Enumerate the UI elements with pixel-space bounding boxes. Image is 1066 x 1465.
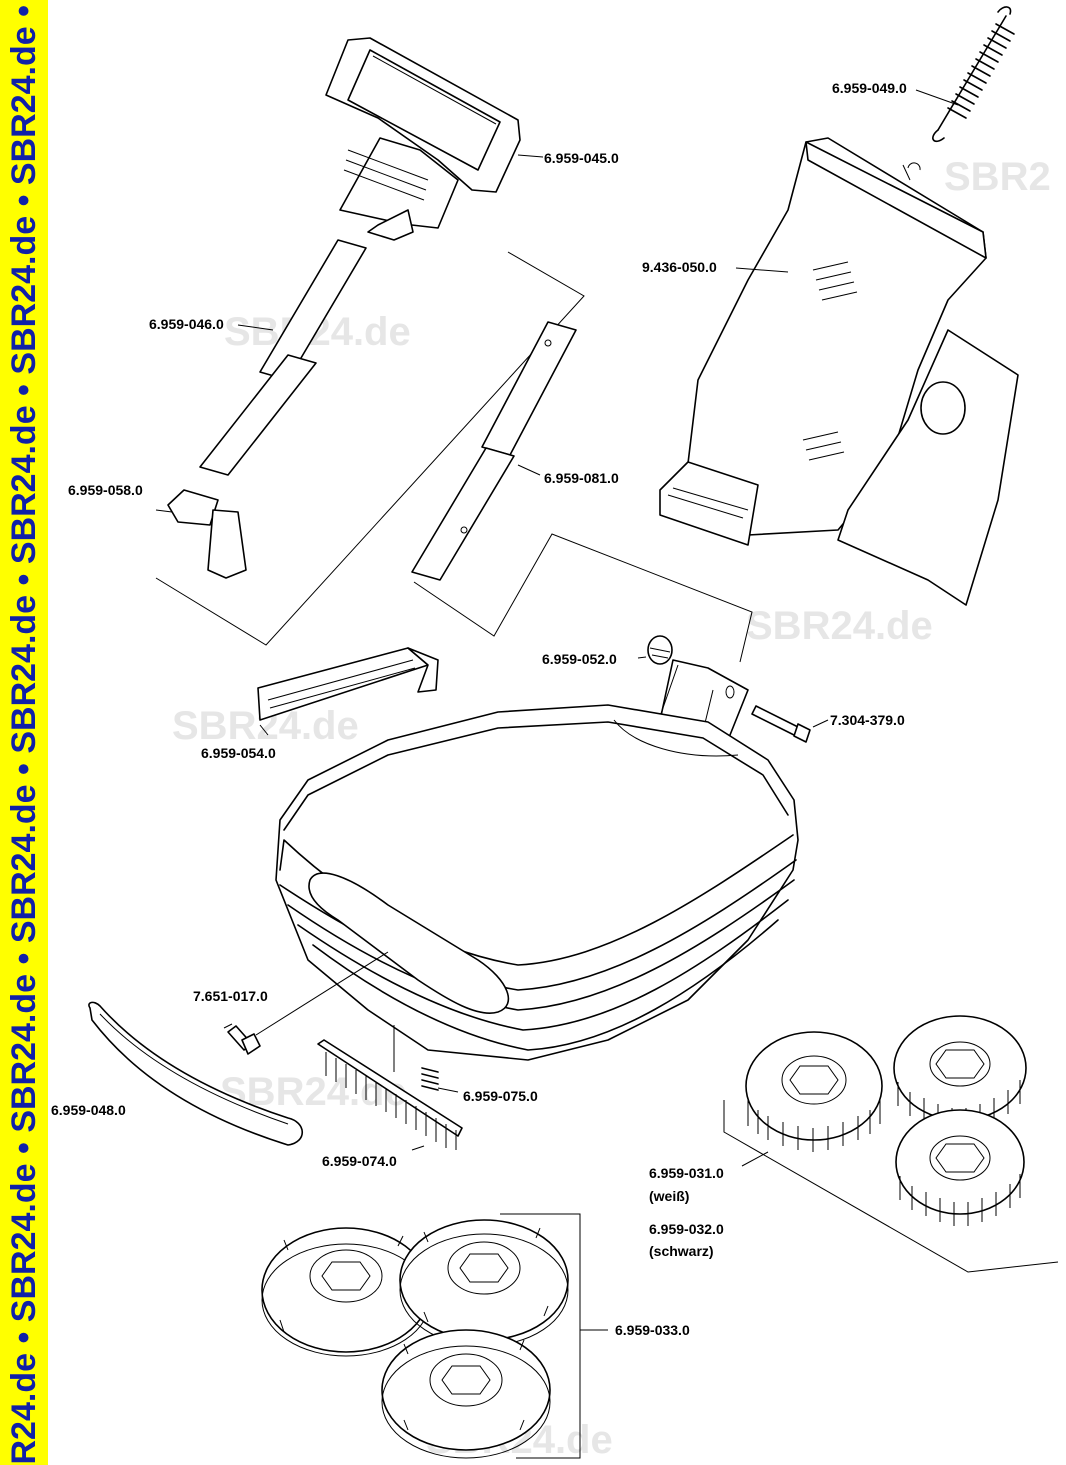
rail-part (257, 647, 439, 736)
leader-line (255, 951, 389, 1036)
brush-strip-part (317, 1039, 463, 1151)
part-label: 6.959-046.0 (149, 316, 224, 332)
part-label: 6.959-032.0 (649, 1221, 724, 1237)
parts-drawing (88, 6, 1059, 1459)
part-note: (weiß) (649, 1188, 690, 1204)
watermark: SBR2 (944, 155, 1051, 199)
spring-part (915, 6, 1015, 143)
assembly-bracket (413, 533, 753, 663)
knob-part (637, 635, 673, 665)
upper-tube-part (199, 239, 367, 476)
part-label: 7.304-379.0 (830, 712, 905, 728)
part-note: (schwarz) (649, 1243, 714, 1259)
part-label: 6.959-054.0 (201, 745, 276, 761)
handle-grip-part (325, 37, 544, 241)
watermark: SBR24.de (746, 604, 933, 648)
pin-part (223, 1023, 261, 1055)
part-label: 6.959-031.0 (649, 1165, 724, 1181)
small-spring-part (421, 1067, 459, 1093)
part-label: 6.959-075.0 (463, 1088, 538, 1104)
brush-discs-part (723, 1015, 1059, 1273)
part-label: 6.959-052.0 (542, 651, 617, 667)
pad-holders-part (261, 1213, 608, 1459)
part-label: 6.959-048.0 (51, 1102, 126, 1118)
dust-bag-part (659, 137, 1019, 606)
bumper-strip-part (88, 1001, 304, 1146)
bolt-part (751, 705, 829, 743)
sidebar-banner: R24.de • SBR24.de • SBR24.de • SBR24.de … (0, 0, 48, 1465)
tube-clip-part (155, 489, 247, 579)
part-label: 6.959-045.0 (544, 150, 619, 166)
part-label: 9.436-050.0 (642, 259, 717, 275)
part-label: 6.959-058.0 (68, 482, 143, 498)
part-label: 6.959-081.0 (544, 470, 619, 486)
lower-tube-part (411, 321, 577, 581)
assembly-bracket (155, 251, 585, 646)
part-label: 6.959-033.0 (615, 1322, 690, 1338)
part-label: 6.959-049.0 (832, 80, 907, 96)
part-label: 6.959-074.0 (322, 1153, 397, 1169)
part-label: 7.651-017.0 (193, 988, 268, 1004)
exploded-parts-diagram: SBR2 SBR24.de SBR24.de SBR24.de SBR24.de… (48, 0, 1066, 1465)
main-housing-part (275, 704, 799, 1061)
sidebar-watermark-text: R24.de • SBR24.de • SBR24.de • SBR24.de … (5, 0, 43, 1465)
